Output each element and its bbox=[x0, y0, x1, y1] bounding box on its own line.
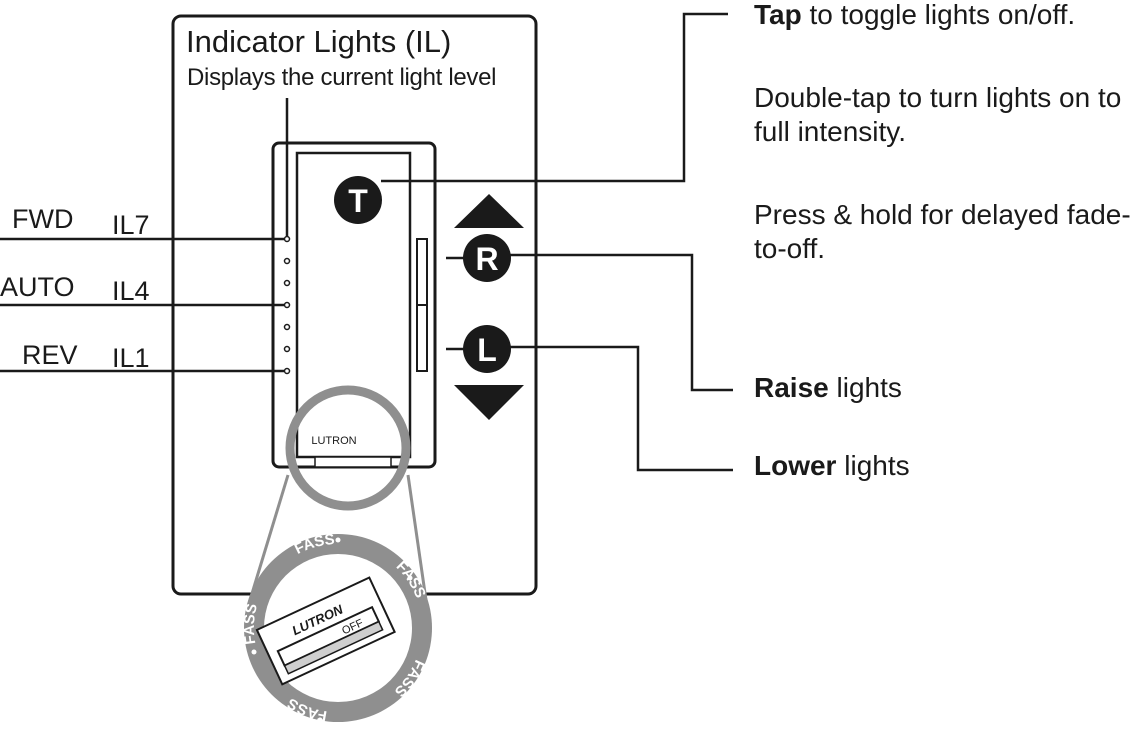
fass-inset: FASS FASS FASS FASS FASS LUTRON OFF bbox=[241, 531, 432, 724]
instruction-tap-bold: Tap bbox=[754, 0, 802, 30]
indicator-title: Indicator Lights (IL) bbox=[186, 24, 452, 59]
instruction-lower-text: lights bbox=[836, 450, 910, 481]
fass-ring-label-2: FASS bbox=[241, 602, 261, 646]
lower-button-label: L bbox=[477, 332, 497, 368]
lower-button[interactable]: L bbox=[463, 325, 511, 373]
raise-arrow-icon bbox=[454, 194, 524, 228]
instruction-raise-bold: Raise bbox=[754, 372, 829, 403]
indicator-light-il1 bbox=[283, 367, 291, 375]
raise-button[interactable]: R bbox=[463, 234, 511, 282]
indicator-light-il5 bbox=[283, 279, 291, 287]
leader-tap bbox=[381, 12, 728, 183]
brand-logo: LUTRON bbox=[311, 435, 356, 447]
instruction-double-tap: Double-tap to turn lights on to full int… bbox=[754, 82, 1122, 147]
indicator-light-il2 bbox=[283, 345, 291, 353]
il-label-il4: IL4 bbox=[112, 276, 150, 306]
indicator-lights bbox=[283, 235, 291, 375]
instruction-tap: Tap to toggle lights on/off. bbox=[754, 0, 1134, 32]
il-label-il1: IL1 bbox=[112, 343, 150, 373]
tap-button-label: T bbox=[348, 183, 368, 219]
indicator-light-il7 bbox=[283, 235, 291, 243]
indicator-light-il4 bbox=[283, 301, 291, 309]
indicator-light-il3 bbox=[283, 323, 291, 331]
lower-arrow-icon bbox=[454, 385, 524, 420]
leader-raise bbox=[503, 253, 733, 392]
leader-lines bbox=[0, 12, 733, 472]
instruction-hold: Press & hold for delayed fade-to-off. bbox=[754, 199, 1131, 264]
leader-lower bbox=[503, 345, 733, 472]
mode-label-fwd: FWD bbox=[12, 204, 74, 234]
indicator-subtitle: Displays the current light level bbox=[187, 64, 497, 91]
il-label-il7: IL7 bbox=[112, 210, 150, 240]
magnifier-ring bbox=[285, 385, 411, 511]
indicator-light-il6 bbox=[283, 257, 291, 265]
fass-switch-tab bbox=[314, 456, 392, 468]
mode-label-rev: REV bbox=[22, 340, 78, 370]
instruction-lower-bold: Lower bbox=[754, 450, 837, 481]
rocker-raise[interactable] bbox=[416, 238, 428, 306]
instruction-lower: Lower lights bbox=[754, 449, 1134, 483]
raise-button-label: R bbox=[475, 241, 498, 277]
instruction-tap-text: to toggle lights on/off. bbox=[801, 0, 1076, 30]
tap-button[interactable]: T bbox=[334, 176, 382, 224]
instruction-raise: Raise lights bbox=[754, 371, 1134, 405]
fass-switch: LUTRON OFF bbox=[255, 576, 396, 686]
instruction-raise-text: lights bbox=[828, 372, 902, 403]
rocker-lower[interactable] bbox=[416, 304, 428, 372]
mode-label-auto: AUTO bbox=[0, 272, 75, 302]
